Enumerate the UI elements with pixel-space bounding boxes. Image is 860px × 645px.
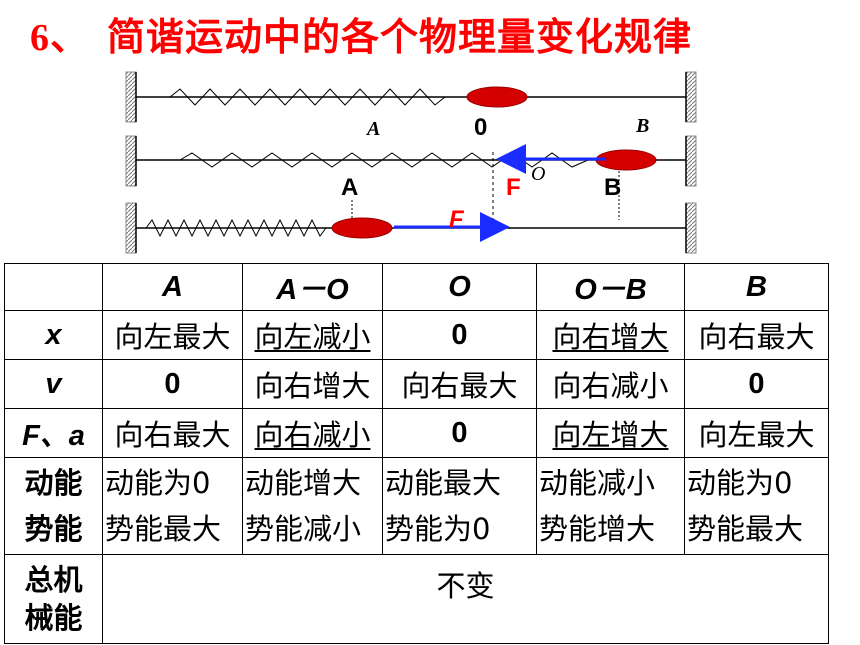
table-row: 总机 械能 不变 bbox=[4, 554, 829, 644]
potential-value: 势能减小 bbox=[245, 512, 362, 546]
left-wall bbox=[125, 71, 137, 123]
potential-value: 势能增大 bbox=[539, 512, 656, 546]
label-F: F bbox=[506, 174, 521, 201]
label-line: 总机 bbox=[24, 563, 83, 597]
table-row: F、a 向右最大 向右减小 0 向左增大 向左最大 bbox=[4, 408, 829, 458]
ball bbox=[331, 217, 393, 239]
right-wall bbox=[685, 71, 697, 123]
kinetic-value: 动能最大 bbox=[385, 466, 502, 500]
cell: 向左最大 bbox=[102, 310, 243, 360]
kinetic-value: 动能减小 bbox=[539, 466, 656, 500]
header-O-B: O－B bbox=[536, 263, 685, 311]
cell: 向左减小 bbox=[242, 310, 383, 360]
cell: 0 bbox=[382, 408, 537, 458]
cell: 向右增大 bbox=[242, 359, 383, 409]
label-O: 0 bbox=[474, 114, 487, 141]
header-B: B bbox=[684, 263, 829, 311]
header-A-O: A－O bbox=[242, 263, 383, 311]
summary-table: A A－O O O－B B x 向左最大 向左减小 0 向右增大 向右最大 v … bbox=[4, 263, 829, 644]
cell: 动能为0 势能最大 bbox=[102, 457, 243, 555]
label-B: B bbox=[604, 174, 621, 201]
ball bbox=[466, 86, 528, 108]
label-O-italic: O bbox=[531, 163, 545, 185]
spring-oscillator-diagram: A 0 B O A F B F bbox=[125, 71, 697, 254]
label-potential: 势能 bbox=[24, 512, 83, 546]
label-B: B bbox=[635, 115, 649, 137]
row2-system: O A F B bbox=[125, 135, 697, 232]
label-A: A bbox=[341, 174, 358, 201]
table-header-row: A A－O O O－B B bbox=[4, 263, 829, 311]
potential-value: 势能最大 bbox=[105, 512, 222, 546]
label-A: A bbox=[365, 118, 380, 140]
table-row: x 向左最大 向左减小 0 向右增大 向右最大 bbox=[4, 310, 829, 360]
corner-cell bbox=[4, 263, 103, 311]
row1-system: A 0 B bbox=[125, 71, 697, 141]
header-O: O bbox=[382, 263, 537, 311]
title-text: 简谐运动中的各个物理量变化规律 bbox=[107, 15, 693, 59]
cell: 向右最大 bbox=[684, 310, 829, 360]
row3-system: F bbox=[125, 200, 697, 254]
cell: 0 bbox=[102, 359, 243, 409]
cell: 向左最大 bbox=[684, 408, 829, 458]
table-row: 动能 势能 动能为0 势能最大 动能增大 势能减小 动能最大 势能为0 动能减小… bbox=[4, 457, 829, 555]
label-line: 械能 bbox=[24, 601, 83, 635]
page-title: 6、简谐运动中的各个物理量变化规律 bbox=[30, 6, 692, 61]
cell: 向右减小 bbox=[536, 359, 685, 409]
kinetic-value: 动能为0 bbox=[105, 466, 211, 500]
cell: 动能增大 势能减小 bbox=[242, 457, 383, 555]
cell: 向左增大 bbox=[536, 408, 685, 458]
label-kinetic: 动能 bbox=[24, 466, 83, 500]
cell: 0 bbox=[382, 310, 537, 360]
row-label-energy: 动能 势能 bbox=[4, 457, 103, 555]
potential-value: 势能最大 bbox=[687, 512, 804, 546]
row-label-x: x bbox=[4, 310, 103, 360]
spring bbox=[136, 88, 468, 106]
cell: 向右最大 bbox=[382, 359, 537, 409]
row-label-fa: F、a bbox=[4, 408, 103, 458]
potential-value: 势能为0 bbox=[385, 512, 491, 546]
cell: 向右增大 bbox=[536, 310, 685, 360]
title-number: 6、 bbox=[30, 17, 90, 59]
cell: 向右减小 bbox=[242, 408, 383, 458]
label-F: F bbox=[449, 206, 465, 233]
mechanical-energy-value: 不变 bbox=[102, 554, 829, 644]
cell: 动能减小 势能增大 bbox=[536, 457, 685, 555]
header-A: A bbox=[102, 263, 243, 311]
table-row: v 0 向右增大 向右最大 向右减小 0 bbox=[4, 359, 829, 409]
row-label-mechanical-energy: 总机 械能 bbox=[4, 554, 103, 644]
cell: 向右最大 bbox=[102, 408, 243, 458]
cell: 动能最大 势能为0 bbox=[382, 457, 537, 555]
row-label-v: v bbox=[4, 359, 103, 409]
kinetic-value: 动能增大 bbox=[245, 466, 362, 500]
kinetic-value: 动能为0 bbox=[687, 466, 793, 500]
cell: 动能为0 势能最大 bbox=[684, 457, 829, 555]
cell: 0 bbox=[684, 359, 829, 409]
